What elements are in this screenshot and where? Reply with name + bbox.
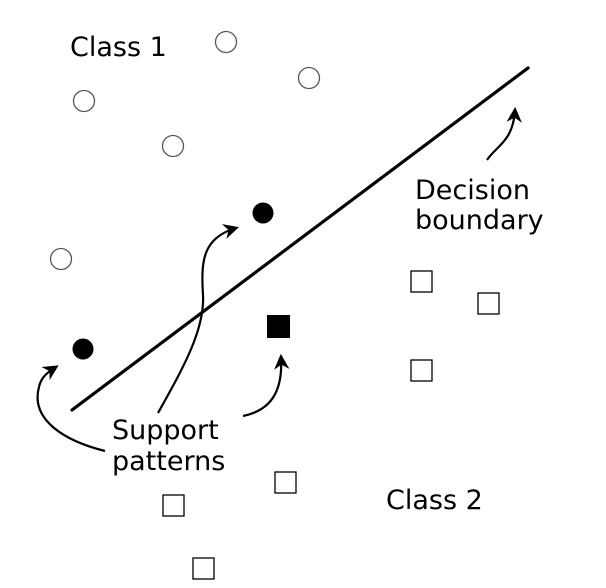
class2-point	[192, 557, 215, 580]
decision-boundary-label-line2: boundary	[415, 205, 544, 236]
class2-points	[162, 270, 500, 580]
class1-point	[297, 66, 321, 90]
support-patterns-label-line1: Support	[112, 415, 219, 446]
support-patterns-label-line2: patterns	[112, 446, 226, 477]
support-point-class1	[252, 202, 274, 224]
class2-point	[410, 270, 433, 293]
support-point-class2	[267, 315, 290, 338]
class2-point	[162, 494, 185, 517]
class2-point	[274, 471, 297, 494]
arrow-to-decision-boundary	[486, 106, 522, 161]
class1-point	[161, 134, 185, 158]
class1-point	[49, 247, 73, 271]
decision-boundary-label-line1: Decision	[415, 175, 530, 206]
arrow-support-to-upper-circle	[157, 224, 239, 414]
arrow-support-to-square	[242, 353, 290, 418]
class2-label: Class 2	[386, 485, 483, 516]
class1-label: Class 1	[70, 32, 167, 63]
class2-point	[410, 359, 433, 382]
support-point-class1	[72, 338, 94, 360]
class2-point	[477, 292, 500, 315]
arrow-support-to-lower-circle	[36, 365, 106, 453]
class1-points	[49, 30, 321, 271]
decision-boundary-line	[70, 66, 530, 412]
class1-point	[72, 89, 96, 113]
class1-point	[214, 30, 238, 54]
